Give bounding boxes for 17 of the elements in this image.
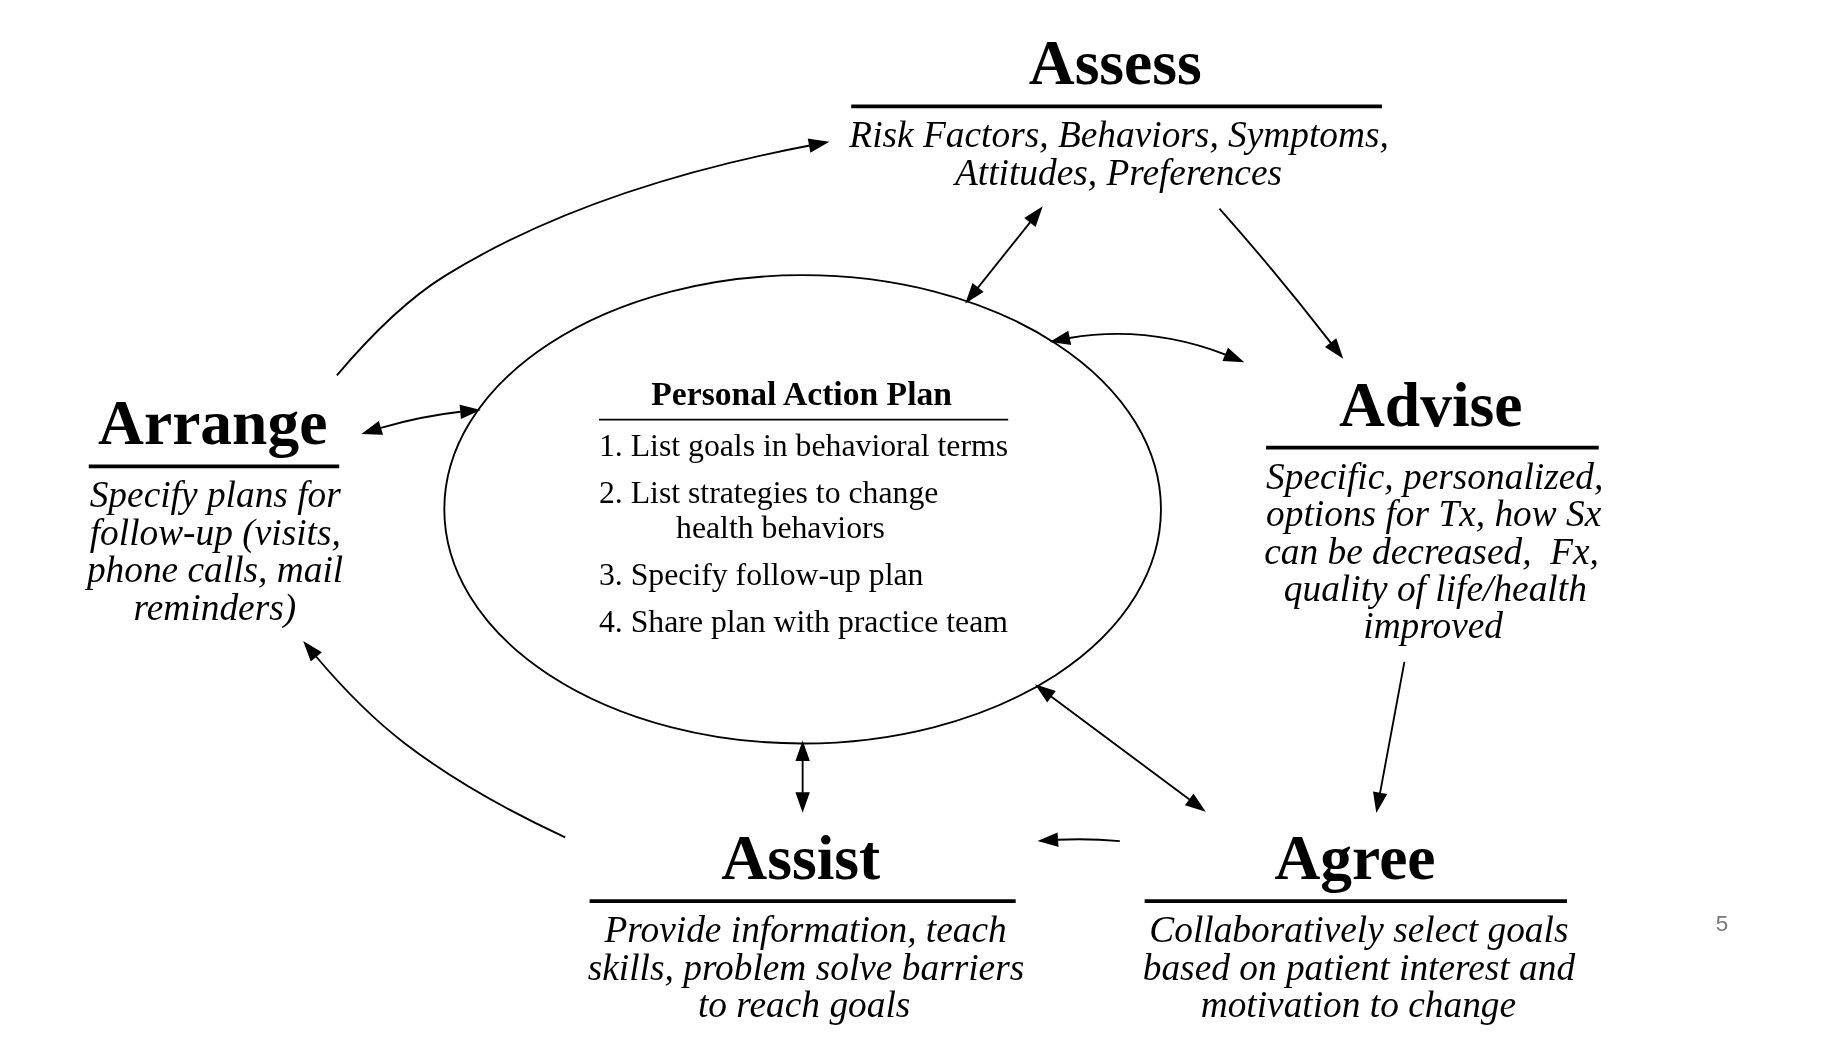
node-text: Advise Specific, personalized, options for Tx, how Sx can be decreased, Fx, quality of life/health improved: [1264, 368, 1604, 647]
arrow: [965, 206, 1043, 304]
arrow: [795, 740, 810, 813]
node-text: Assist Provide information, teach skills, problem solve barriers to reach goals: [587, 822, 1025, 1025]
arrow: [1218, 207, 1344, 359]
arrow: [361, 404, 481, 435]
node-text: Arrange Specify plans for follow-up (visits, phone calls, mail reminders): [86, 387, 344, 628]
node-text: Assess Risk Factors, Behaviors, Symptoms, Attitudes, Preferences: [849, 27, 1389, 193]
arrow: [335, 138, 830, 377]
node-text: Agree Collaboratively select goals based on patient interest and motivation to change: [1142, 822, 1576, 1025]
arrow: [303, 640, 567, 839]
arrow: [1034, 684, 1206, 812]
arrow: [1373, 660, 1406, 813]
arrow: [1049, 330, 1245, 363]
label: 5: [1715, 911, 1729, 937]
arrow: [1037, 832, 1121, 847]
node-ellipse: Personal Action Plan 1. List goals in behavioral terms 2. List strategies to change health behaviors 3. Specify follow-up plan 4. Share plan with practice team: [443, 274, 1162, 745]
